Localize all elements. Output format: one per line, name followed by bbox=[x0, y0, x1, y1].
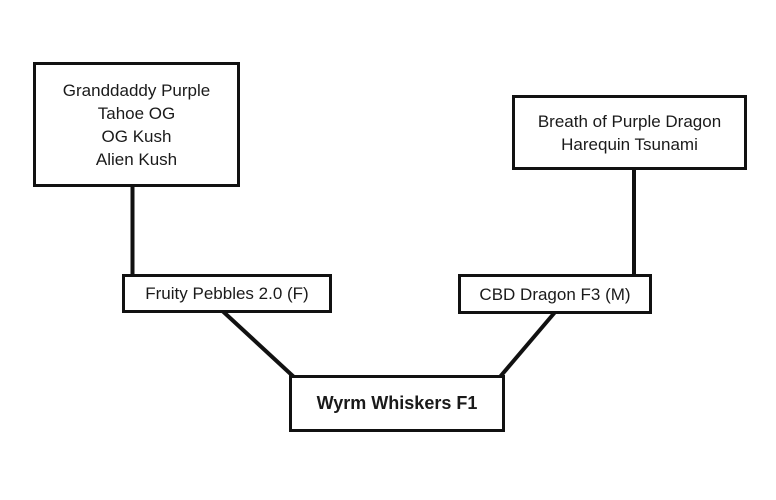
strain-name: Granddaddy Purple bbox=[62, 80, 211, 100]
node-mother-ancestors: Granddaddy Purple Tahoe OG OG Kush Alien… bbox=[33, 62, 240, 187]
node-mother: Fruity Pebbles 2.0 (F) bbox=[122, 274, 332, 313]
strain-name: Harequin Tsunami bbox=[561, 134, 698, 154]
edge-father-to-offspring bbox=[497, 309, 558, 380]
strain-name: OG Kush bbox=[101, 126, 172, 146]
strain-name: Wyrm Whiskers F1 bbox=[316, 393, 478, 413]
strain-name: Fruity Pebbles 2.0 (F) bbox=[145, 284, 309, 303]
strain-name: Alien Kush bbox=[95, 149, 178, 169]
strain-name: Breath of Purple Dragon bbox=[537, 111, 722, 131]
node-offspring: Wyrm Whiskers F1 bbox=[289, 375, 505, 432]
edge-mother-to-offspring bbox=[221, 309, 297, 380]
strain-name: CBD Dragon F3 (M) bbox=[479, 284, 631, 304]
node-father-ancestors: Breath of Purple Dragon Harequin Tsunami bbox=[512, 95, 747, 170]
node-father: CBD Dragon F3 (M) bbox=[458, 274, 652, 314]
strain-name: Tahoe OG bbox=[97, 103, 176, 123]
